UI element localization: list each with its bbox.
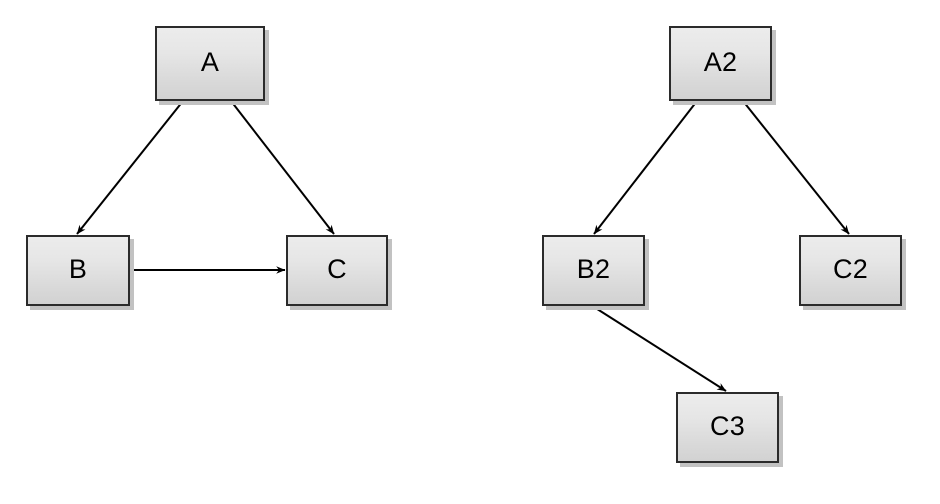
node-label-b: B bbox=[68, 254, 88, 284]
node-a[interactable]: A bbox=[155, 26, 265, 101]
edge-a2-b2 bbox=[593, 100, 698, 235]
node-c3[interactable]: C3 bbox=[676, 392, 779, 463]
node-b[interactable]: B bbox=[26, 235, 130, 306]
node-label-a: A bbox=[200, 47, 220, 77]
edge-b2-c3 bbox=[593, 306, 727, 392]
edge-group bbox=[76, 100, 850, 392]
node-a2[interactable]: A2 bbox=[669, 26, 772, 101]
node-label-c: C bbox=[327, 254, 347, 284]
edge-a-c bbox=[230, 100, 335, 235]
node-label-c3: C3 bbox=[710, 411, 745, 441]
node-b2[interactable]: B2 bbox=[542, 235, 645, 306]
edge-a-b bbox=[76, 100, 184, 235]
node-c2[interactable]: C2 bbox=[799, 235, 902, 306]
node-c[interactable]: C bbox=[286, 235, 388, 306]
edge-a2-c2 bbox=[742, 100, 850, 235]
node-label-c2: C2 bbox=[833, 254, 868, 284]
node-label-a2: A2 bbox=[703, 47, 738, 77]
node-label-b2: B2 bbox=[576, 254, 611, 284]
